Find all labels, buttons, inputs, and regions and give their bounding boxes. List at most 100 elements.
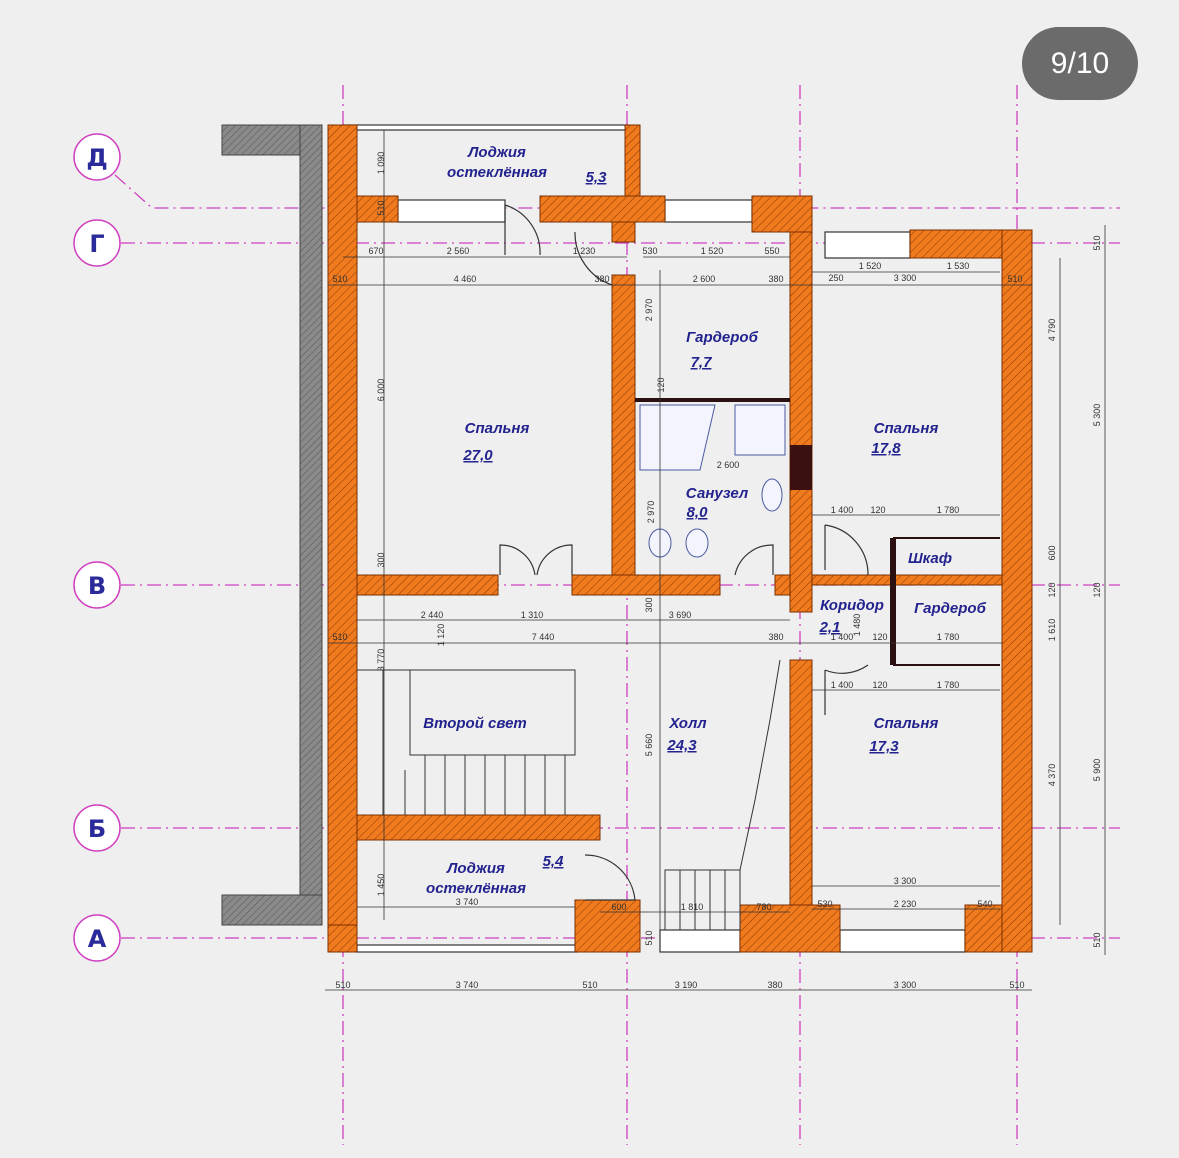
axis-marker-a: А: [73, 914, 121, 962]
dimension-label: 300: [644, 597, 654, 612]
dimension-label: 2 560: [447, 246, 470, 256]
dimension-label: 3 300: [894, 876, 917, 886]
dimension-label: 1 520: [859, 261, 882, 271]
wall-right: [1001, 229, 1033, 953]
axis-label-d: Д: [86, 144, 107, 172]
wall-niche: [790, 445, 812, 490]
dimension-label: 1 610: [1047, 619, 1057, 642]
dimension-label: 380: [768, 274, 783, 284]
dimension-label: 510: [376, 200, 386, 215]
dimension-label: 120: [870, 505, 885, 515]
dimension-label: 120: [872, 680, 887, 690]
partitions: [635, 398, 1000, 666]
dimension-label: 510: [332, 274, 347, 284]
dimension-label: 510: [1009, 980, 1024, 990]
doors: [499, 204, 869, 901]
dimension-label: 5 900: [1092, 759, 1102, 782]
dimension-label: 3 770: [376, 649, 386, 672]
dimension-label: 510: [1092, 932, 1102, 947]
room-area-loggia-bottom: 5,4: [543, 853, 565, 870]
dimension-label: 2 970: [644, 299, 654, 322]
dimension-label: 4 790: [1047, 319, 1057, 342]
dimension-label: 510: [644, 930, 654, 945]
dimension-label: 380: [768, 632, 783, 642]
dimension-label: 5 660: [644, 734, 654, 757]
dimension-label: 2 440: [421, 610, 444, 620]
wall-central: [789, 231, 813, 613]
dimension-label: 1 780: [937, 680, 960, 690]
dimension-label: 530: [642, 246, 657, 256]
room-name-wardrobe-right: Гардероб: [914, 600, 986, 617]
dimension-label: 600: [611, 902, 626, 912]
dimension-label: 2 600: [717, 460, 740, 470]
dimension-label: 600: [1047, 545, 1057, 560]
dimension-label: 3 690: [669, 610, 692, 620]
room-name-corridor: Коридор: [820, 597, 884, 614]
room-name-loggia-top-2: остеклённая: [447, 164, 547, 181]
room-name-bedroom-main: Спальня: [465, 420, 530, 437]
dimension-label: 1 400: [831, 505, 854, 515]
room-name-hall: Холл: [668, 715, 707, 732]
wall-loggia-bottom: [356, 814, 601, 841]
dimension-label: 1 810: [681, 902, 704, 912]
dimension-label: 2 600: [693, 274, 716, 284]
dimension-label: 1 120: [436, 624, 446, 647]
dimension-label: 540: [977, 899, 992, 909]
dimension-label: 670: [368, 246, 383, 256]
room-area-bedroom-lower: 17,3: [869, 738, 899, 755]
dimension-label: 1 780: [937, 632, 960, 642]
room-name-loggia-bottom: Лоджия: [446, 860, 505, 877]
dimension-label: 510: [582, 980, 597, 990]
dimension-label: 3 740: [456, 897, 479, 907]
room-area-hall: 24,3: [666, 737, 697, 754]
wall-loggia-right: [624, 124, 641, 198]
dimension-label: 3 740: [456, 980, 479, 990]
dimension-label: 1 090: [376, 152, 386, 175]
axis-marker-g: Г: [73, 219, 121, 267]
dimension-label: 1 400: [831, 632, 854, 642]
dimension-label: 530: [817, 899, 832, 909]
room-labels: Лоджия остеклённая 5,3 Гардероб 7,7 Спал…: [423, 144, 986, 897]
room-name-wardrobe: Гардероб: [686, 329, 758, 346]
stairs: [357, 659, 781, 931]
dimension-label: 1 480: [852, 614, 862, 637]
dimension-label: 550: [764, 246, 779, 256]
page-counter-badge: 9/10: [1022, 27, 1138, 100]
axis-marker-v: В: [73, 561, 121, 609]
dimension-label: 1 530: [947, 261, 970, 271]
dimension-label: 2 970: [646, 501, 656, 524]
room-area-corridor: 2,1: [819, 619, 841, 636]
bathroom-fixtures: [639, 404, 786, 558]
dimension-label: 3 190: [675, 980, 698, 990]
walls: [327, 124, 1033, 953]
dimension-label: 380: [594, 274, 609, 284]
axis-label-a: А: [88, 925, 107, 953]
room-name-bathroom: Санузел: [686, 485, 749, 502]
wall-left: [327, 124, 358, 953]
dimension-label: 3 300: [894, 273, 917, 283]
dimension-label: 5 300: [1092, 404, 1102, 427]
dimension-label: 780: [756, 902, 771, 912]
dimension-label: 3 300: [894, 980, 917, 990]
axis-marker-d: Д: [73, 133, 121, 181]
dimension-label: 1 310: [521, 610, 544, 620]
dimension-label: 7 440: [532, 632, 555, 642]
dimension-label: 380: [767, 980, 782, 990]
room-name-bedroom-lower: Спальня: [874, 715, 939, 732]
dimension-label: 1 520: [701, 246, 724, 256]
dimension-label: 1 230: [573, 246, 596, 256]
dimension-label: 250: [828, 273, 843, 283]
room-name-loggia-bottom-2: остеклённая: [426, 880, 526, 897]
dimension-label: 1 400: [831, 680, 854, 690]
axis-label-g: Г: [89, 230, 104, 258]
dimension-label: 120: [656, 377, 666, 392]
shower-icon: [734, 404, 786, 456]
dimension-label: 510: [335, 980, 350, 990]
dimension-label: 510: [1092, 235, 1102, 250]
dimension-label: 120: [1092, 582, 1102, 597]
room-area-wardrobe: 7,7: [691, 354, 713, 371]
room-area-bathroom: 8,0: [687, 504, 709, 521]
dimension-lines: [325, 130, 1106, 991]
